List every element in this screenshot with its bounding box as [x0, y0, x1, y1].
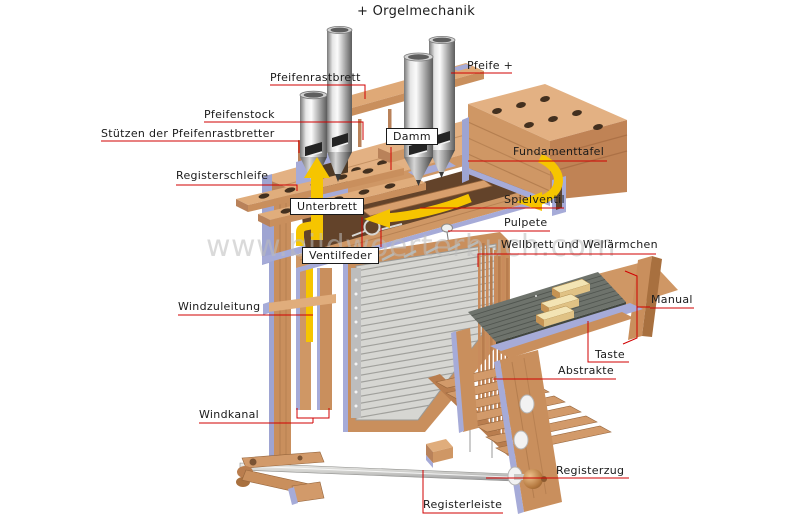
diagram-title: + Orgelmechanik: [357, 4, 476, 19]
pallet-valve: [361, 179, 493, 217]
side-panel: [494, 350, 562, 514]
manual-keyboard: [451, 256, 678, 433]
wind-trunk: [263, 196, 336, 466]
label-windkanal: Windkanal: [199, 408, 260, 421]
rail-rivets: [354, 278, 358, 408]
label-abstrakte: Abstrakte: [558, 364, 614, 377]
sharp-keys: [535, 278, 591, 327]
label-stuetzen-der-pfeifenrastbretter: Stützen der Pfeifenrastbretter: [101, 127, 275, 140]
label-windzuleitung: Windzuleitung: [178, 300, 261, 313]
lever-mechanism: [236, 451, 325, 505]
label-pfeifenstock: Pfeifenstock: [204, 108, 275, 121]
label-spielventil: Spielventil: [504, 193, 565, 206]
label-pulpete: Pulpete: [504, 216, 548, 229]
fundament-board: [408, 84, 628, 216]
label-wellbrett-und-wellaermchen: Wellbrett und Wellärmchen: [501, 238, 658, 251]
label-unterbrett: Unterbrett: [290, 198, 365, 215]
label-damm: Damm: [386, 128, 438, 145]
rack-support: [298, 140, 302, 166]
label-pfeifenrastbrett: Pfeifenrastbrett: [270, 71, 361, 84]
roller-arms: [381, 239, 481, 262]
label-taste: Taste: [595, 348, 625, 361]
ladder-foot-block: [426, 439, 453, 468]
label-registerschleife: Registerschleife: [176, 169, 269, 182]
label-pfeife: Pfeife +: [467, 59, 514, 72]
unterbrett-board: [296, 182, 556, 268]
roller-board: [343, 232, 510, 432]
label-registerzug: Registerzug: [556, 464, 625, 477]
label-ventilfeder: Ventilfeder: [302, 247, 380, 264]
label-registerleiste: Registerleiste: [423, 498, 503, 511]
organ-pipes-right: [403, 36, 456, 186]
label-manual: Manual: [651, 293, 693, 306]
label-fundamenttafel: Fundamenttafel: [513, 145, 605, 158]
